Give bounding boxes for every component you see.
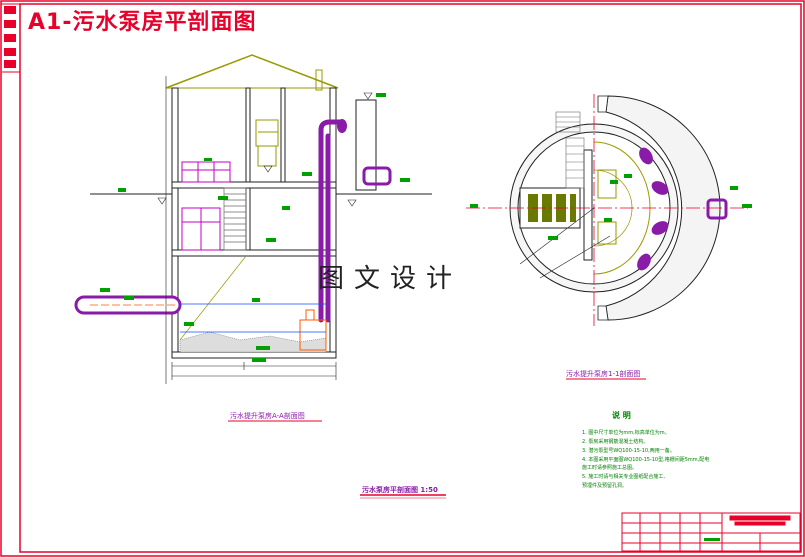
- gravel-fill: [179, 331, 327, 353]
- plan-view: [466, 94, 752, 326]
- watermark-text: 图文设计: [318, 264, 463, 294]
- title-block: [621, 512, 801, 552]
- main-caption: 污水泵房平剖面图 1:50: [362, 485, 438, 494]
- outlet-box: [362, 166, 392, 186]
- hoist-equipment: [255, 119, 279, 167]
- section-dimensions: [165, 76, 337, 384]
- note-4: 4. 本图采用平面图WQ100-15-10型,格栅间距5mm,配电: [582, 456, 709, 463]
- inner-frame: [19, 3, 802, 553]
- roof: [165, 54, 339, 89]
- note-6: 5. 施工时请与相关专业图纸配合施工,: [582, 473, 665, 480]
- plan-outer-band: [605, 95, 721, 321]
- margin-marks: [2, 6, 20, 73]
- discharge-pipe: [318, 119, 345, 323]
- plan-caption: 污水提升泵房1-1剖面图: [566, 369, 640, 378]
- plan-pumps: [637, 147, 669, 271]
- elevation-markers: [157, 92, 373, 207]
- caption-underlines: [228, 378, 646, 499]
- note-2: 2. 泵房采用钢筋混凝土结构。: [582, 438, 648, 445]
- note-3: 3. 潜污泵型号WQ100-15-10,两用一备。: [582, 447, 675, 454]
- note-1: 1. 图中尺寸单位为mm,标高单位为m。: [582, 429, 670, 436]
- control-cabinets: [181, 161, 231, 251]
- section-view: [74, 54, 432, 384]
- section-caption: 污水提升泵房A-A剖面图: [230, 411, 305, 420]
- note-5: 施工时请参照施工总图。: [582, 464, 637, 471]
- notes-list: 1. 图中尺寸单位为mm,标高单位为m。 2. 泵房采用钢筋混凝土结构。 3. …: [582, 429, 709, 489]
- page-title: A1-污水泵房平剖面图: [28, 10, 257, 35]
- note-7: 预埋件及预留孔洞。: [582, 482, 627, 489]
- stairs: [179, 187, 247, 341]
- notes-title: 说 明: [612, 410, 631, 420]
- plan-tags: [470, 174, 752, 240]
- plan-stairs: [555, 111, 585, 189]
- submersible-pump: [299, 309, 327, 351]
- valve-icon: [337, 119, 347, 133]
- section-tags: [100, 93, 410, 362]
